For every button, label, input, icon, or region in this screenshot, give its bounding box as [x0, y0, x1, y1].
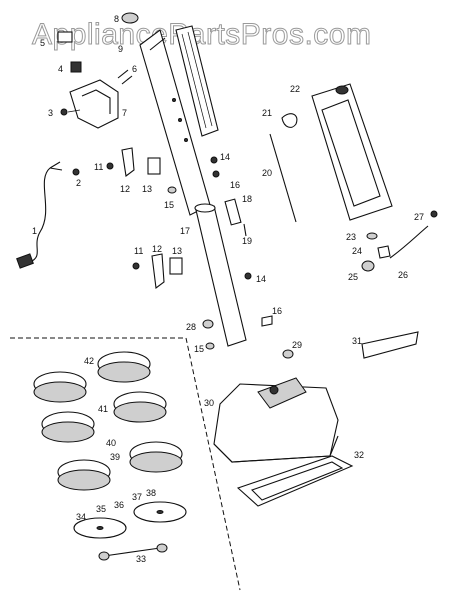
label-42: 42: [84, 356, 94, 366]
part-28-nut: [202, 319, 214, 329]
label-37: 37: [132, 492, 142, 502]
label-14-upper: 14: [220, 152, 230, 162]
label-11-lower: 11: [134, 246, 143, 256]
part-23-fitting: [366, 232, 378, 240]
part-26-hose: [389, 225, 429, 259]
part-7-switch-housing: [69, 79, 119, 129]
part-21-clip: [281, 113, 298, 128]
part-1-cord: [16, 161, 63, 269]
label-13-upper: 13: [142, 184, 152, 194]
label-13-lower: 13: [172, 246, 182, 256]
part-14-screw-lower: [244, 272, 252, 280]
label-33: 33: [136, 554, 146, 564]
label-40: 40: [106, 438, 116, 448]
part-19-pin: [243, 223, 247, 237]
label-22: 22: [290, 84, 300, 94]
label-17: 17: [180, 226, 190, 236]
label-27: 27: [414, 212, 424, 222]
label-15-upper: 15: [164, 200, 174, 210]
part-41-brushes: [41, 391, 167, 443]
part-29-clip: [282, 349, 294, 359]
label-38: 38: [146, 488, 156, 498]
part-2-screw: [72, 168, 80, 176]
part-20-rod: [269, 133, 297, 223]
part-5-switch: [57, 31, 73, 43]
label-5: 5: [40, 38, 45, 48]
part-42-brushes: [33, 351, 151, 403]
label-4: 4: [58, 64, 63, 74]
label-32: 32: [354, 450, 364, 460]
part-11-screw-lower: [132, 262, 140, 270]
label-12-lower: 12: [152, 244, 162, 254]
label-3: 3: [48, 108, 53, 118]
label-20: 20: [262, 168, 272, 178]
label-25: 25: [348, 272, 358, 282]
label-21: 21: [262, 108, 272, 118]
label-16-upper: 16: [230, 180, 240, 190]
label-41: 41: [98, 404, 108, 414]
part-12-bracket-upper: [121, 147, 135, 177]
part-16-bolt-upper: [212, 170, 220, 178]
part-24-fitting: [377, 245, 391, 259]
dashed-boundary: [10, 337, 241, 591]
part-32-bumper: [236, 455, 354, 507]
label-2: 2: [76, 178, 81, 188]
part-39-brushes: [57, 441, 183, 491]
label-16-lower: 16: [272, 306, 282, 316]
part-3-screw: [60, 108, 68, 116]
part-6-pins: [117, 69, 133, 85]
label-34: 34: [76, 512, 86, 522]
part-4-knob: [70, 61, 82, 73]
label-1: 1: [32, 226, 37, 236]
part-8-clip: [121, 12, 139, 24]
cord-channel: [175, 25, 219, 137]
label-23: 23: [346, 232, 356, 242]
part-31-plate: [361, 331, 419, 359]
part-33-clip: [103, 547, 161, 557]
switch-parts-group: [57, 12, 139, 129]
label-9: 9: [118, 44, 123, 54]
label-6: 6: [132, 64, 137, 74]
watermark-text: AppliancePartsPros.com: [32, 18, 371, 51]
part-25-wheel: [361, 260, 375, 272]
label-8: 8: [114, 14, 119, 24]
label-24: 24: [352, 246, 362, 256]
label-15-lower: 15: [194, 344, 204, 354]
part-27-screw: [430, 210, 438, 218]
label-14-lower: 14: [256, 274, 266, 284]
label-18: 18: [242, 194, 252, 204]
part-15-bolt-upper: [167, 186, 177, 194]
label-28: 28: [186, 322, 196, 332]
label-11-upper: 11: [94, 162, 103, 172]
label-26: 26: [398, 270, 408, 280]
label-36: 36: [114, 500, 124, 510]
part-22-housing: [311, 83, 393, 221]
part-16-bolt-lower: [261, 315, 273, 327]
part-17-lower-tube: [194, 203, 247, 347]
part-11-screw-upper: [106, 162, 114, 170]
part-18-bracket: [224, 198, 242, 226]
label-30: 30: [204, 398, 214, 408]
part-12-bracket-lower: [151, 253, 165, 290]
label-7: 7: [122, 108, 127, 118]
label-29: 29: [292, 340, 302, 350]
part-30-motor-base: [213, 377, 339, 463]
label-35: 35: [96, 504, 106, 514]
part-13-clamp-lower: [169, 257, 183, 275]
part-14-screw-upper: [210, 156, 218, 164]
label-12-upper: 12: [120, 184, 130, 194]
label-19: 19: [242, 236, 252, 246]
label-39: 39: [110, 452, 120, 462]
part-13-clamp-upper: [147, 157, 161, 175]
part-15-bolt-lower: [205, 342, 215, 350]
label-31: 31: [352, 336, 362, 346]
